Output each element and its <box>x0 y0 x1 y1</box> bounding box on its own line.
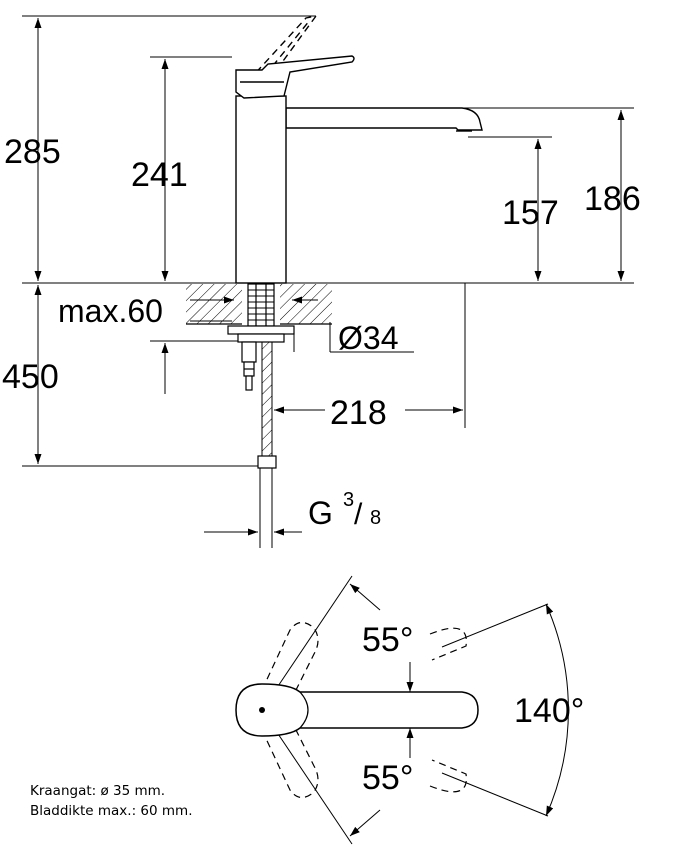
faucet-body <box>235 95 287 284</box>
dim-spout-clearance: 157 <box>502 194 559 232</box>
dimension-labels: 285 241 157 186 max.60 Ø34 450 218 G 3 /… <box>2 133 641 797</box>
dim-spout-reach: 218 <box>330 394 387 432</box>
handle-dashed-positions <box>261 621 467 799</box>
dim-thread-main: G <box>308 495 333 531</box>
spout <box>285 107 483 131</box>
dim-thread-den: 8 <box>370 507 381 529</box>
countertop-section <box>186 283 332 469</box>
dim-spout-height: 186 <box>584 180 641 218</box>
extension-lines <box>22 15 634 548</box>
dim-thread-num: 3 <box>343 489 354 511</box>
note-counter-thickness: Bladdikte max.: 60 mm. <box>30 803 193 819</box>
dim-hose-length: 450 <box>2 358 59 396</box>
handle-solid <box>235 683 479 737</box>
angle-upper: 55° <box>362 621 413 659</box>
note-hole-size: Kraangat: ø 35 mm. <box>30 783 166 799</box>
handle-top-view <box>235 575 569 845</box>
dim-total-height: 285 <box>4 133 61 171</box>
dim-max-counter: max.60 <box>58 293 163 329</box>
dim-lever-height: 241 <box>131 156 188 194</box>
angle-total: 140° <box>514 692 584 730</box>
dim-thread-sep: / <box>354 498 363 531</box>
faucet-side-view <box>235 14 483 284</box>
dimension-arrows <box>34 18 625 536</box>
lever <box>235 55 355 99</box>
dim-hole-diameter: Ø34 <box>338 320 398 356</box>
angle-lower: 55° <box>362 759 413 797</box>
